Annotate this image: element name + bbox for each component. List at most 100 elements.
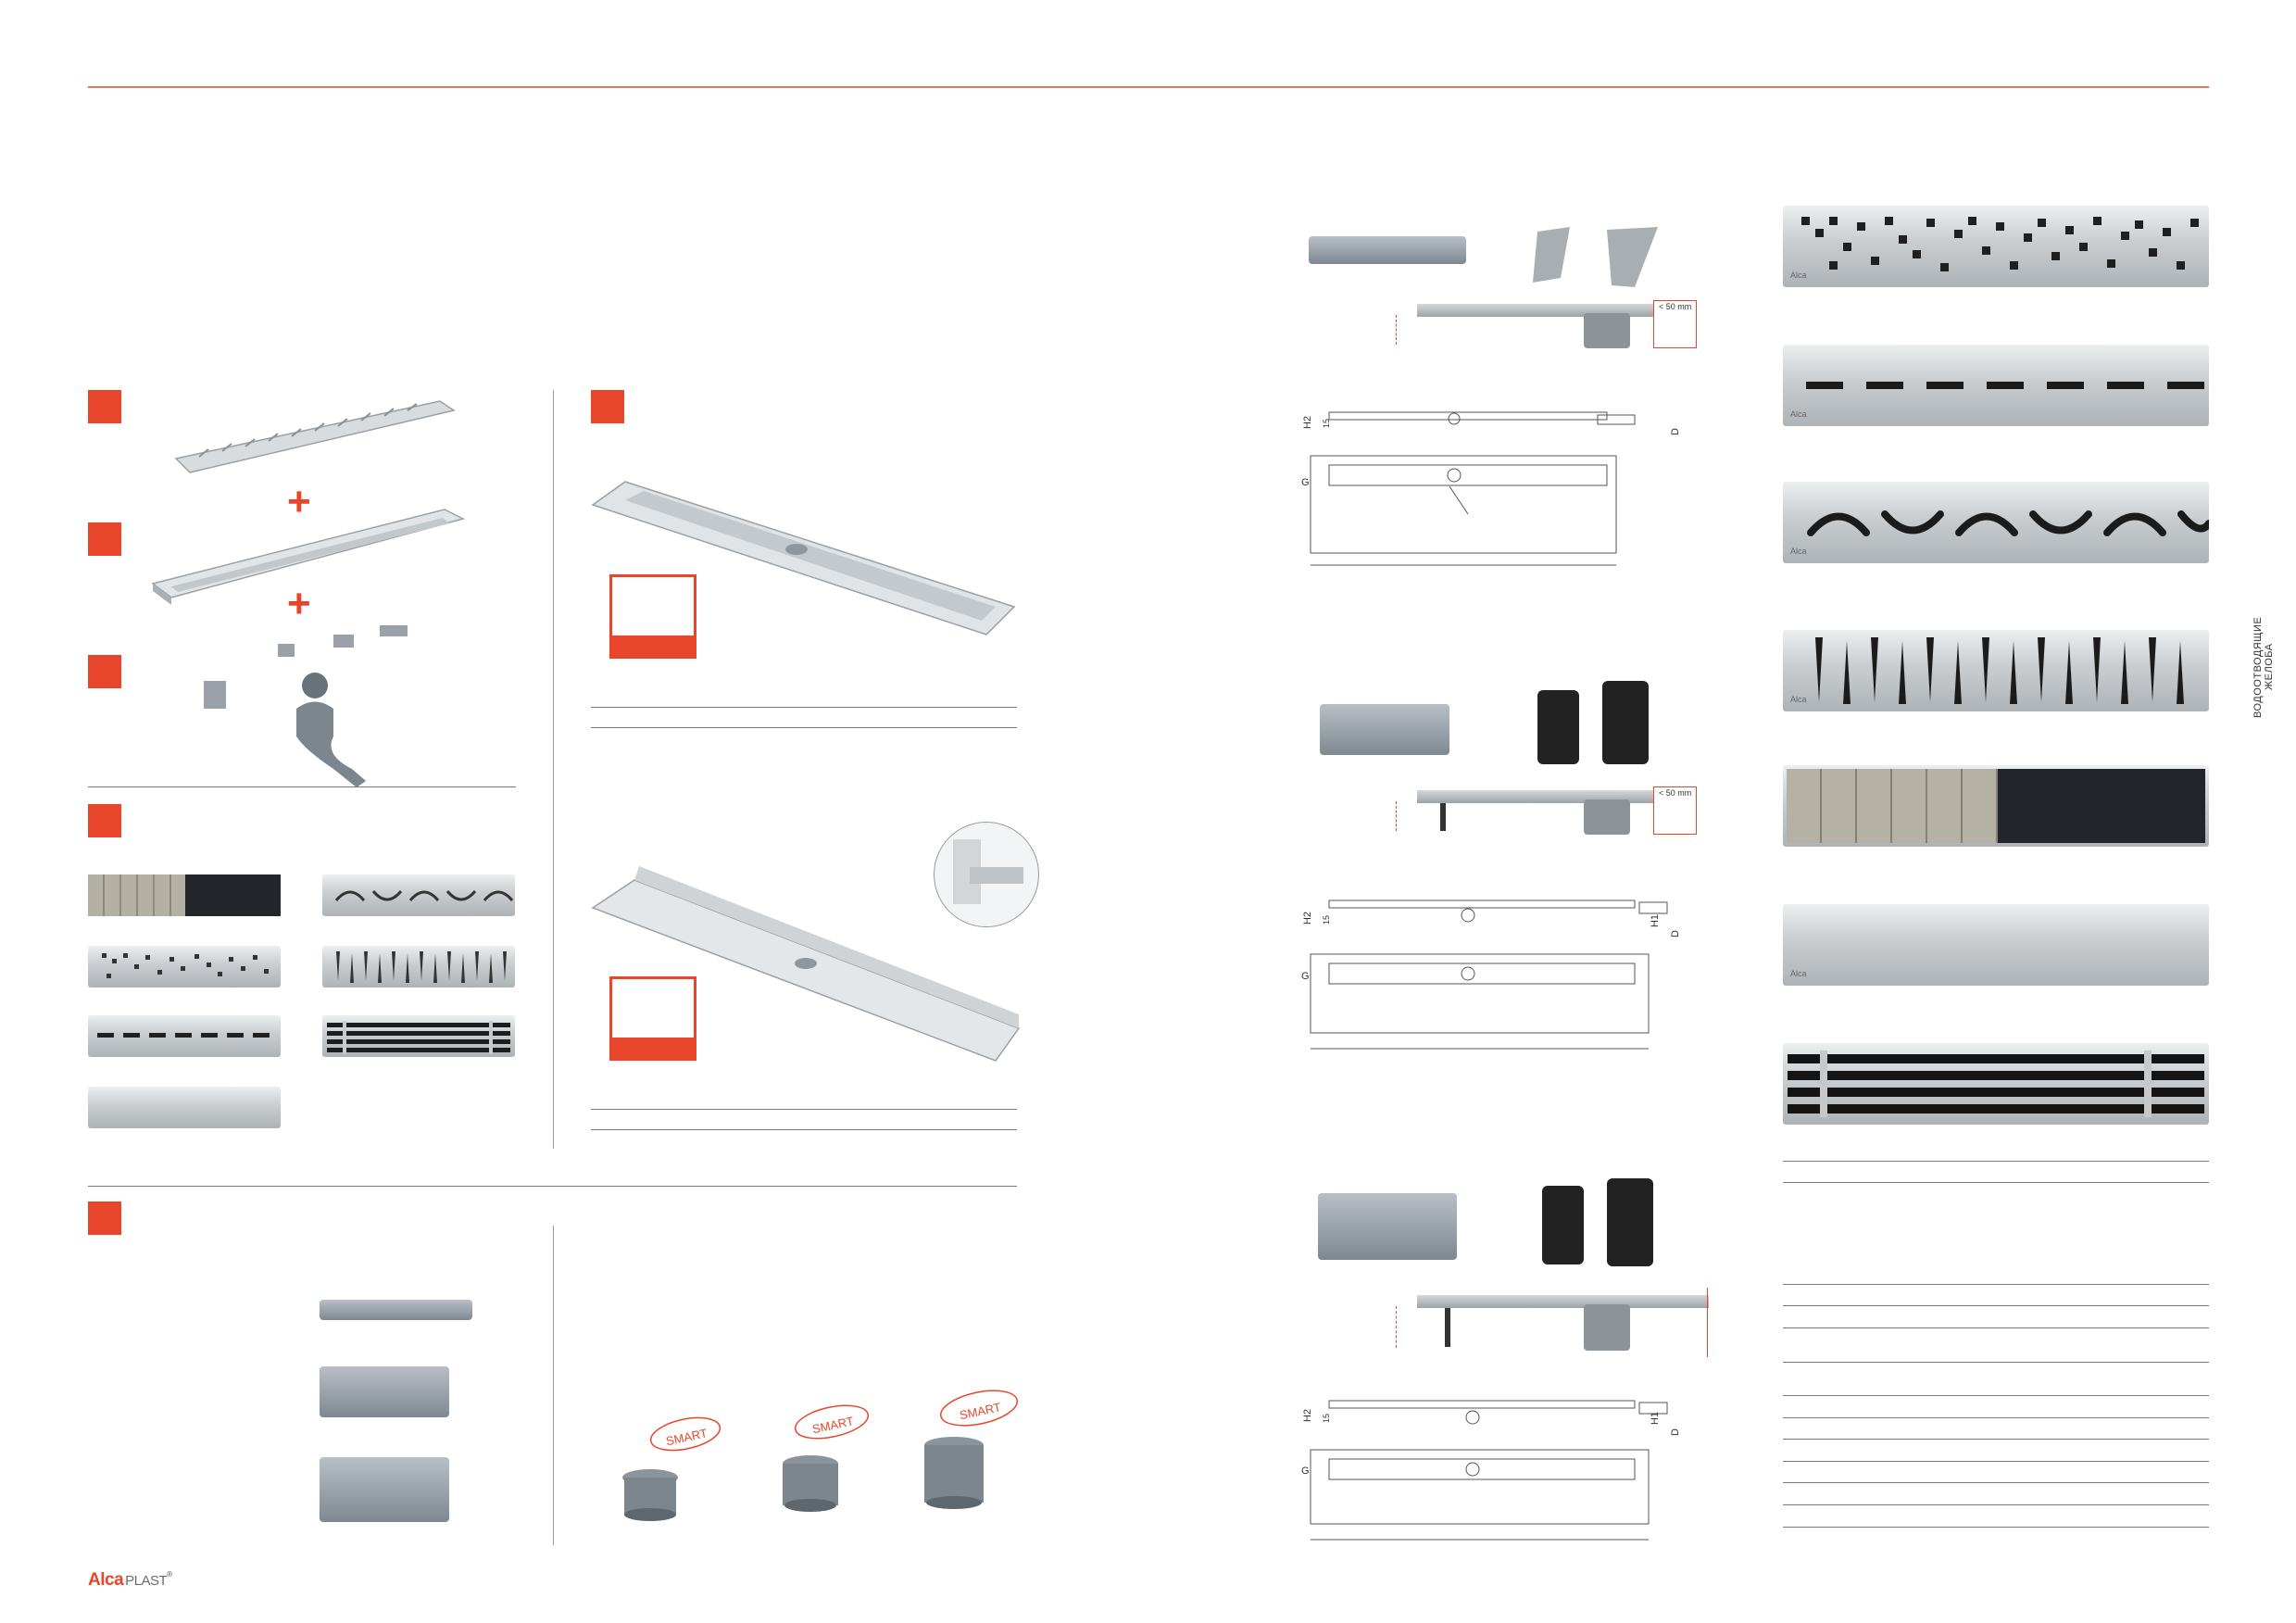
logo-mark: ® — [167, 1570, 172, 1579]
block2-siphon — [1320, 704, 1449, 755]
block1-15: 15 — [1322, 418, 1332, 429]
left-page-divider — [88, 1186, 1017, 1187]
block1-d: D — [1669, 428, 1681, 435]
spec-rule-13 — [1783, 1527, 2209, 1528]
grate-brand-3: Alca — [1790, 547, 1807, 556]
height-badge-2 — [609, 976, 696, 1061]
section-marker-1 — [88, 390, 121, 423]
block1-lt50: < 50 mm — [1659, 302, 1692, 311]
section-marker-4 — [88, 804, 121, 837]
parts-illustration — [194, 616, 435, 792]
grate-large-wave: Alca — [1783, 482, 2213, 563]
channel-illustration — [148, 496, 468, 611]
grate-thumb-wave — [322, 874, 515, 916]
logo-alca: Alca — [88, 1570, 124, 1590]
block2-15: 15 — [1322, 914, 1332, 925]
spec-rule-3 — [1783, 1284, 2209, 1285]
block3-leg-right — [1607, 1178, 1653, 1266]
grate-thumb-lines — [322, 1015, 515, 1057]
grate-brand-1: Alca — [1790, 270, 1807, 280]
spec-rule-6 — [1783, 1362, 2209, 1363]
grate-large-plain: Alca — [1783, 904, 2209, 986]
block3-g: G — [1301, 1466, 1310, 1477]
grate-brand-4: Alca — [1790, 695, 1807, 704]
top-rule — [88, 86, 2209, 88]
bottom-column-divider — [553, 1226, 554, 1545]
block2-lt50: < 50 mm — [1659, 788, 1692, 798]
block1-section: < 50 mm — [1385, 296, 1709, 357]
spec-rule-4 — [1783, 1305, 2209, 1306]
side-section-label: ВОДООТВОДЯЩИЕ ЖЕЛОБА — [2252, 611, 2275, 723]
spec-rule-8 — [1783, 1417, 2209, 1418]
channel-1-rule-a — [591, 707, 1017, 708]
block2-h1: H1 — [1650, 913, 1662, 928]
spec-rule-10 — [1783, 1461, 2209, 1462]
side-label-line1: ВОДООТВОДЯЩИЕ — [2252, 616, 2264, 718]
section-marker-6 — [591, 390, 624, 423]
spec-rule-2 — [1783, 1182, 2209, 1183]
channel-1-image — [588, 468, 1019, 639]
block1-diagram: H2 15 G D — [1301, 398, 1700, 584]
left-rule-1 — [88, 786, 516, 787]
smart-trap-3: SMART — [912, 1380, 1028, 1524]
block3-section — [1385, 1288, 1709, 1362]
channel-2-rule-b — [591, 1129, 1017, 1130]
block3-d: D — [1669, 1428, 1681, 1436]
siphon-medium — [320, 1366, 449, 1417]
spec-rule-9 — [1783, 1439, 2209, 1440]
block3-leg-left — [1542, 1186, 1584, 1264]
channel-1-rule-b — [591, 727, 1017, 728]
block2-leg-left — [1537, 690, 1579, 764]
spec-rule-12 — [1783, 1504, 2209, 1505]
block3-h2: H2 — [1302, 1408, 1314, 1423]
block3-h1: H1 — [1650, 1411, 1662, 1426]
block2-diagram: H2 15 G H1 D — [1301, 889, 1700, 1061]
block1-g: G — [1301, 477, 1310, 488]
block3-siphon — [1318, 1193, 1457, 1260]
block1-brackets — [1528, 222, 1667, 292]
section-marker-2 — [88, 522, 121, 556]
side-label-line2: ЖЕЛОБА — [2264, 643, 2275, 691]
grate-large-lines — [1783, 1043, 2209, 1125]
grate-large-dots: Alca — [1783, 206, 2209, 287]
block2-g: G — [1301, 971, 1310, 982]
grate-large-dash: Alca — [1783, 345, 2209, 426]
block2-section: < 50 mm — [1385, 783, 1709, 843]
spec-rule-5 — [1783, 1327, 2209, 1328]
block2-leg-right — [1602, 681, 1649, 764]
plus-sign-2: + — [287, 581, 311, 626]
spec-rule-11 — [1783, 1482, 2209, 1483]
plus-sign-1: + — [287, 479, 311, 524]
grate-thumb-dash — [88, 1015, 281, 1057]
block1-h2: H2 — [1302, 415, 1314, 430]
grate-thumb-dots — [88, 946, 281, 988]
grate-thumb-tile — [88, 874, 281, 916]
block2-d: D — [1669, 930, 1681, 937]
siphon-tall — [320, 1457, 449, 1522]
spec-rule-1 — [1783, 1161, 2209, 1162]
siphon-flat — [320, 1300, 472, 1320]
block1-siphon — [1309, 236, 1466, 264]
grate-large-spikes: Alca — [1783, 630, 2209, 711]
smart-trap-2: SMART — [769, 1394, 880, 1524]
logo-plast: PLAST — [125, 1573, 168, 1589]
grate-brand-5: Alca — [1790, 969, 1807, 978]
grate-thumb-plain — [88, 1087, 281, 1128]
section-marker-5 — [88, 1202, 121, 1235]
spec-rule-7 — [1783, 1395, 2209, 1396]
smart-trap-1: SMART — [611, 1408, 722, 1533]
block2-h2: H2 — [1302, 911, 1314, 925]
height-badge-1 — [609, 574, 696, 659]
channel-2-rule-a — [591, 1109, 1017, 1110]
wall-detail-circle — [934, 822, 1039, 927]
grate-thumb-spikes — [322, 946, 515, 988]
block3-diagram: H2 15 G H1 D — [1301, 1390, 1700, 1552]
section-marker-3 — [88, 655, 121, 688]
left-column-divider — [553, 390, 554, 1149]
grate-brand-2: Alca — [1790, 409, 1807, 419]
grate-illustration — [171, 394, 458, 482]
block3-15: 15 — [1322, 1413, 1332, 1424]
grate-large-tile — [1783, 765, 2209, 847]
channel-2-image — [588, 857, 1023, 1070]
